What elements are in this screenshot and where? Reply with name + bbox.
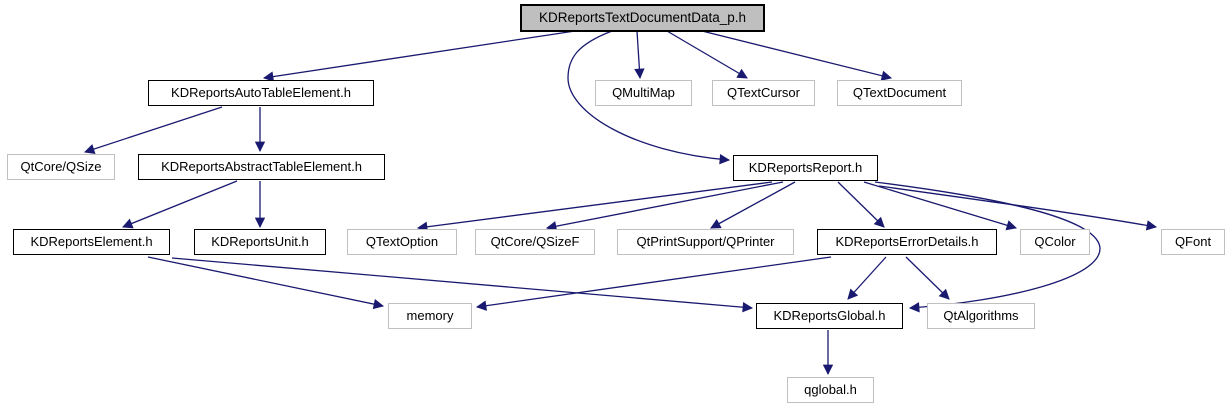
edge-errordetails-qtalgorithms <box>905 256 950 300</box>
node-kdreportsautotableelement-h[interactable]: KDReportsAutoTableElement.h <box>148 80 374 106</box>
node-kdreportstextdocumentdata-p-h: KDReportsTextDocumentData_p.h <box>520 4 765 32</box>
node-qfont: QFont <box>1161 229 1225 255</box>
edge-main-qmultimap <box>634 30 645 80</box>
node-qtextdocument: QTextDocument <box>837 80 962 106</box>
node-qtcore-qsize: QtCore/QSize <box>7 154 115 180</box>
node-qtcore-qsizef: QtCore/QSizeF <box>475 229 595 255</box>
node-kdreportsreport-h[interactable]: KDReportsReport.h <box>733 155 878 181</box>
edge-element-memory <box>147 256 385 310</box>
edge-report-global <box>874 181 1101 313</box>
edge-report-qtextoption <box>416 181 773 232</box>
edge-report-errordetails <box>837 181 885 228</box>
node-kdreportserrordetails-h[interactable]: KDReportsErrorDetails.h <box>817 229 997 255</box>
node-kdreportsunit-h[interactable]: KDReportsUnit.h <box>194 229 326 255</box>
edge-report-qfont <box>878 185 1158 231</box>
edge-report-memory <box>475 256 832 311</box>
node-qtextoption: QTextOption <box>347 229 457 255</box>
edge-report-qtcore_qsizef <box>545 181 784 232</box>
node-kdreportsglobal-h[interactable]: KDReportsGlobal.h <box>756 303 903 329</box>
node-qtalgorithms: QtAlgorithms <box>927 303 1035 329</box>
node-qtprintsupport-qprinter: QtPrintSupport/QPrinter <box>617 229 794 255</box>
node-memory: memory <box>388 303 472 329</box>
node-qcolor: QColor <box>1020 229 1090 255</box>
edge-main-qtextcursor <box>666 30 748 79</box>
node-qtextcursor: QTextCursor <box>712 80 815 106</box>
edge-report-qcolor <box>863 181 1017 231</box>
edge-main-qtextdocument <box>701 30 893 81</box>
node-kdreportsabstracttableelement-h[interactable]: KDReportsAbstractTableElement.h <box>138 154 385 180</box>
node-kdreportselement-h[interactable]: KDReportsElement.h <box>13 229 170 255</box>
node-qglobal-h: qglobal.h <box>787 377 874 403</box>
node-qmultimap: QMultiMap <box>595 80 692 106</box>
edge-abstracttable-element <box>122 180 238 229</box>
edge-autotable-qtcore_qsize <box>84 106 223 155</box>
edge-report-qprinter <box>710 181 796 229</box>
edge-main-report <box>567 30 731 165</box>
edge-element-global <box>171 257 754 313</box>
edge-errordetails-global <box>847 256 887 300</box>
edge-main-autotable <box>262 30 576 82</box>
